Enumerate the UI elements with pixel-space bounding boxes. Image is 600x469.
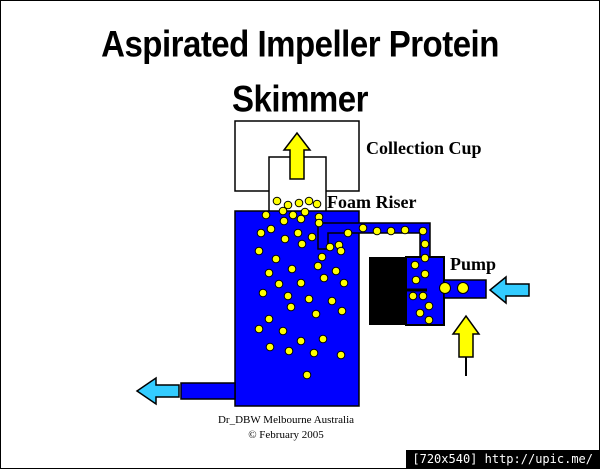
air-bubble xyxy=(418,226,428,236)
air-bubble xyxy=(254,246,264,256)
air-bubble xyxy=(319,273,329,283)
air-bubble xyxy=(256,228,266,238)
air-bubble xyxy=(296,278,306,288)
air-bubble xyxy=(283,200,293,210)
air-bubble xyxy=(420,269,430,279)
air-bubble xyxy=(339,278,349,288)
air-bubble xyxy=(439,282,451,294)
air-bubble xyxy=(408,291,418,301)
air-bubble xyxy=(288,210,298,220)
air-bubble xyxy=(261,210,271,220)
air-bubble xyxy=(420,253,430,263)
pump-label: Pump xyxy=(450,254,497,274)
air-bubble xyxy=(337,306,347,316)
air-bubble xyxy=(331,266,341,276)
air-bubble xyxy=(264,314,274,324)
air-bubble xyxy=(304,196,314,206)
air-bubble xyxy=(400,225,410,235)
air-bubble xyxy=(286,302,296,312)
air-bubble xyxy=(265,342,275,352)
air-bubble xyxy=(278,206,288,216)
air-bubble xyxy=(457,282,469,294)
air-bubble xyxy=(266,224,276,234)
air-bubble xyxy=(311,309,321,319)
air-bubble xyxy=(278,326,288,336)
air-bubble xyxy=(327,296,337,306)
air-bubble xyxy=(411,275,421,285)
water-inflow-arrow xyxy=(488,275,530,305)
credit-line2: © February 2005 xyxy=(248,429,324,441)
air-bubbles xyxy=(254,196,469,380)
air-bubble xyxy=(318,334,328,344)
credit-line1: Dr_DBW Melbourne Australia xyxy=(217,414,355,426)
air-bubble xyxy=(372,226,382,236)
collection-cup-label: Collection Cup xyxy=(366,138,482,158)
air-bubble xyxy=(418,291,428,301)
air-bubble xyxy=(309,348,319,358)
air-bubble xyxy=(296,336,306,346)
watermark: [720x540] http://upic.me/ xyxy=(406,450,599,468)
air-bubble xyxy=(358,223,368,233)
water-outflow-arrow xyxy=(135,376,180,406)
air-bubble xyxy=(274,279,284,289)
air-bubble xyxy=(300,207,310,217)
air-bubble xyxy=(424,315,434,325)
air-bubble xyxy=(294,198,304,208)
air-bubble xyxy=(304,294,314,304)
foam-up-arrow xyxy=(282,131,312,180)
pump-body xyxy=(369,257,409,325)
air-bubble xyxy=(297,239,307,249)
air-bubble xyxy=(264,268,274,278)
air-bubble xyxy=(279,216,289,226)
air-bubble xyxy=(272,196,282,206)
air-bubble xyxy=(280,234,290,244)
air-bubble xyxy=(258,288,268,298)
air-bubble xyxy=(336,246,346,256)
air-bubble xyxy=(284,346,294,356)
air-bubble xyxy=(424,301,434,311)
air-bubble xyxy=(307,232,317,242)
air-bubble xyxy=(271,254,281,264)
diagram-title-line2: Skimmer xyxy=(232,77,368,120)
air-bubble xyxy=(420,239,430,249)
air-inlet-arrow xyxy=(451,314,481,358)
air-bubble xyxy=(287,264,297,274)
air-bubble xyxy=(296,214,306,224)
air-bubble xyxy=(343,228,353,238)
air-bubble xyxy=(283,291,293,301)
air-bubble xyxy=(415,308,425,318)
air-bubble xyxy=(325,242,335,252)
air-bubble xyxy=(336,350,346,360)
air-bubble xyxy=(313,261,323,271)
air-bubble xyxy=(254,324,264,334)
air-bubble xyxy=(314,218,324,228)
air-bubble xyxy=(386,226,396,236)
foam-riser-label: Foam Riser xyxy=(327,192,417,212)
air-bubble xyxy=(293,228,303,238)
water-outlet-pipe xyxy=(180,382,236,400)
air-bubble xyxy=(302,370,312,380)
diagram-title-line1: Aspirated Impeller Protein xyxy=(101,22,499,65)
air-bubble xyxy=(410,260,420,270)
air-bubble xyxy=(317,252,327,262)
air-bubble xyxy=(312,199,322,209)
